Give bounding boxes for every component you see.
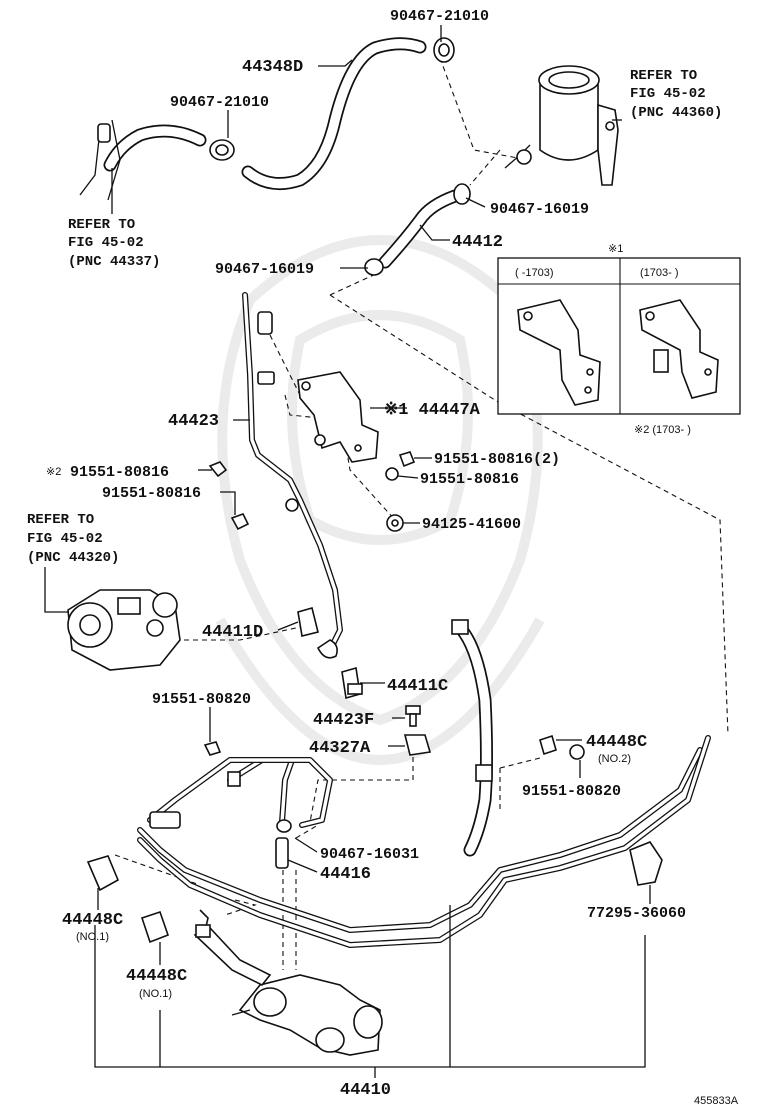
dashed-leaders (114, 57, 729, 970)
clip-left-16019[interactable] (364, 258, 384, 276)
label-bracket-44447a: ※1 44447A (384, 401, 481, 420)
label-inset-left-range: ( -1703) (515, 267, 554, 279)
label-refer-left-2: FIG 45-02 (68, 235, 144, 251)
label-union-44411c: 44411C (387, 677, 448, 696)
bolt-b[interactable] (398, 451, 416, 468)
bolt-c[interactable] (385, 467, 399, 481)
label-bolt-b: 91551-80816(2) (434, 451, 560, 468)
clip-16031[interactable] (276, 819, 292, 833)
clamp-44327a[interactable] (403, 734, 432, 756)
label-hose-clamp-left: 90467-21010 (170, 94, 269, 111)
label-hose-clamp-top: 90467-21010 (390, 8, 489, 25)
label-tube-44423: 44423 (168, 412, 219, 431)
callout-leaders (44, 25, 651, 1078)
labels: 90467-21010 44348D 90467-21010 REFER TO … (27, 8, 739, 1107)
steering-gear-44410[interactable] (193, 909, 383, 1056)
label-bolt-mark: ※2 (46, 466, 61, 478)
hose-clamp-top[interactable] (433, 37, 455, 63)
bracket-early-icon (517, 299, 601, 406)
label-clamp-44448c-no1-b: 44448C (126, 967, 187, 986)
label-bolt-c: 91551-80816 (420, 471, 519, 488)
label-refer-left-1: REFER TO (68, 217, 135, 233)
clamp-44448c-no1-b[interactable] (140, 910, 170, 944)
label-hose-44412: 44412 (452, 233, 503, 252)
pressure-tube-44423[interactable] (242, 292, 343, 659)
clamp-44448c-no2[interactable] (539, 734, 557, 756)
label-no2: (NO.2) (598, 753, 631, 765)
label-refer-pump-1: REFER TO (27, 512, 94, 528)
pipe-44416[interactable] (275, 837, 289, 869)
power-steering-pump (67, 589, 181, 671)
bolt-44423f[interactable] (405, 705, 421, 727)
label-bolt-80820-right: 91551-80820 (522, 783, 621, 800)
label-clamp-44411d: 44411D (202, 623, 263, 642)
bracket-44447a[interactable] (297, 371, 379, 463)
label-figure-id: 455833A (694, 1095, 739, 1107)
label-clip-16031: 90467-16031 (320, 846, 419, 863)
clamp-77295[interactable] (629, 841, 663, 886)
label-refer-reservoir-3: (PNC 44360) (630, 105, 722, 121)
label-inset-right-range: (1703- ) (640, 267, 679, 279)
bolt-a[interactable] (208, 461, 228, 478)
label-refer-reservoir-1: REFER TO (630, 68, 697, 84)
label-clip-right-16019: 90467-16019 (490, 201, 589, 218)
inset-box (497, 257, 741, 415)
union-bolt-44411c[interactable] (341, 666, 363, 700)
label-return-hose-44348d: 44348D (242, 58, 303, 77)
label-pipe-44416: 44416 (320, 865, 371, 884)
nut-94125[interactable] (386, 514, 404, 532)
clamp-44448c-no1-a[interactable] (86, 855, 120, 892)
label-nut: 94125-41600 (422, 516, 521, 533)
label-no1-a: (NO.1) (76, 931, 109, 943)
label-refer-left-3: (PNC 44337) (68, 254, 160, 270)
bolt-80820-right[interactable] (569, 744, 585, 760)
reservoir-tank (504, 65, 619, 186)
left-reference-hose (79, 119, 207, 201)
label-refer-pump-2: FIG 45-02 (27, 531, 103, 547)
label-bolt-a: 91551-80816 (70, 464, 169, 481)
clamp-44411d[interactable] (297, 607, 319, 637)
label-bolt-d: 91551-80816 (102, 485, 201, 502)
label-no1-b: (NO.1) (139, 988, 172, 1000)
hose-clamp-left[interactable] (209, 139, 235, 161)
return-hose-long (451, 619, 493, 857)
return-hose-44348d[interactable] (241, 37, 427, 191)
label-gear-44410: 44410 (340, 1081, 391, 1100)
label-bolt-80820-top: 91551-80820 (152, 691, 251, 708)
label-inset-note: ※2 (1703- ) (634, 424, 691, 436)
hose-44412[interactable] (378, 189, 462, 269)
label-bolt-44423f: 44423F (313, 711, 374, 730)
label-clamp-44448c-no2: 44448C (586, 733, 647, 752)
label-clip-left-16019: 90467-16019 (215, 261, 314, 278)
label-clamp-44448c-no1-a: 44448C (62, 911, 123, 930)
label-clamp-77295: 77295-36060 (587, 905, 686, 922)
label-clamp-44327a: 44327A (309, 739, 371, 758)
bracket-late-icon (639, 299, 719, 399)
clip-right-16019[interactable] (453, 183, 471, 205)
label-refer-reservoir-2: FIG 45-02 (630, 86, 706, 102)
label-refer-pump-3: (PNC 44320) (27, 550, 119, 566)
label-inset-mark: ※1 (608, 243, 623, 255)
bolt-80820-top[interactable] (203, 741, 222, 756)
bolt-d[interactable] (230, 513, 250, 531)
